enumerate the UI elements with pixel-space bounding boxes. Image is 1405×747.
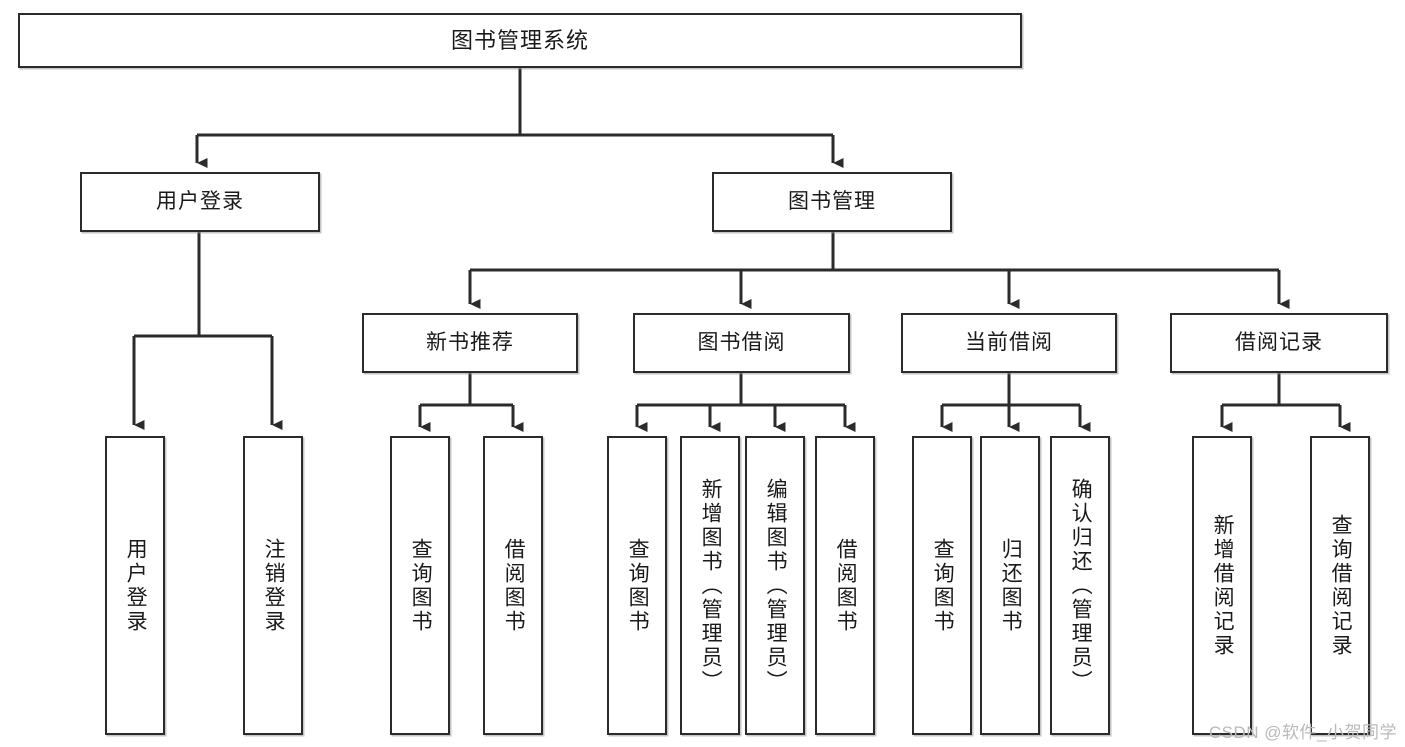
- node-label: 确认归还（管理员）: [1069, 477, 1093, 694]
- node-label: 借阅记录: [1235, 330, 1323, 354]
- node-label: 注销登录: [262, 537, 286, 634]
- leaf-return-book[interactable]: 归还图书: [980, 436, 1040, 735]
- leaf-query-book-borrow[interactable]: 查询图书: [607, 436, 667, 735]
- leaf-query-book-recommend[interactable]: 查询图书: [390, 436, 450, 735]
- leaf-edit-book-admin[interactable]: 编辑图书（管理员）: [745, 436, 805, 735]
- node-label: 借阅图书: [502, 537, 526, 634]
- node-label: 新增借阅记录: [1211, 513, 1235, 658]
- leaf-user-login[interactable]: 用户登录: [105, 436, 165, 735]
- node-label: 查询图书: [409, 537, 433, 634]
- node-label: 归还图书: [999, 537, 1023, 634]
- node-label: 图书借阅: [697, 330, 786, 354]
- leaf-confirm-return-admin[interactable]: 确认归还（管理员）: [1050, 436, 1110, 735]
- watermark: CSDN @软件_小贺同学: [1208, 723, 1397, 742]
- node-label: 查询图书: [931, 537, 955, 634]
- node-user-login[interactable]: 用户登录: [80, 172, 320, 232]
- node-label: 用户登录: [124, 537, 148, 634]
- node-borrow-record[interactable]: 借阅记录: [1170, 313, 1388, 373]
- node-label: 用户登录: [156, 189, 244, 213]
- node-label: 编辑图书（管理员）: [764, 477, 788, 694]
- node-book-borrow[interactable]: 图书借阅: [633, 313, 850, 373]
- leaf-borrow-book-recommend[interactable]: 借阅图书: [483, 436, 543, 735]
- leaf-query-book-current[interactable]: 查询图书: [912, 436, 972, 735]
- node-label: 图书管理: [788, 189, 876, 213]
- leaf-add-book-admin[interactable]: 新增图书（管理员）: [680, 436, 740, 735]
- leaf-borrow-book[interactable]: 借阅图书: [815, 436, 875, 735]
- leaf-add-borrow-record[interactable]: 新增借阅记录: [1192, 436, 1252, 735]
- node-label: 借阅图书: [834, 537, 858, 634]
- node-label: 新增图书（管理员）: [699, 477, 723, 694]
- leaf-logout[interactable]: 注销登录: [243, 436, 303, 735]
- node-book-management[interactable]: 图书管理: [712, 172, 952, 232]
- node-current-borrow[interactable]: 当前借阅: [901, 313, 1117, 373]
- node-label: 当前借阅: [965, 330, 1053, 354]
- node-root-system[interactable]: 图书管理系统: [18, 13, 1022, 68]
- node-label: 查询图书: [626, 537, 650, 634]
- node-label: 新书推荐: [426, 330, 514, 354]
- node-new-book-recommend[interactable]: 新书推荐: [362, 313, 578, 373]
- node-label: 查询借阅记录: [1329, 513, 1353, 658]
- node-label: 图书管理系统: [450, 27, 589, 53]
- leaf-query-borrow-record[interactable]: 查询借阅记录: [1310, 436, 1370, 735]
